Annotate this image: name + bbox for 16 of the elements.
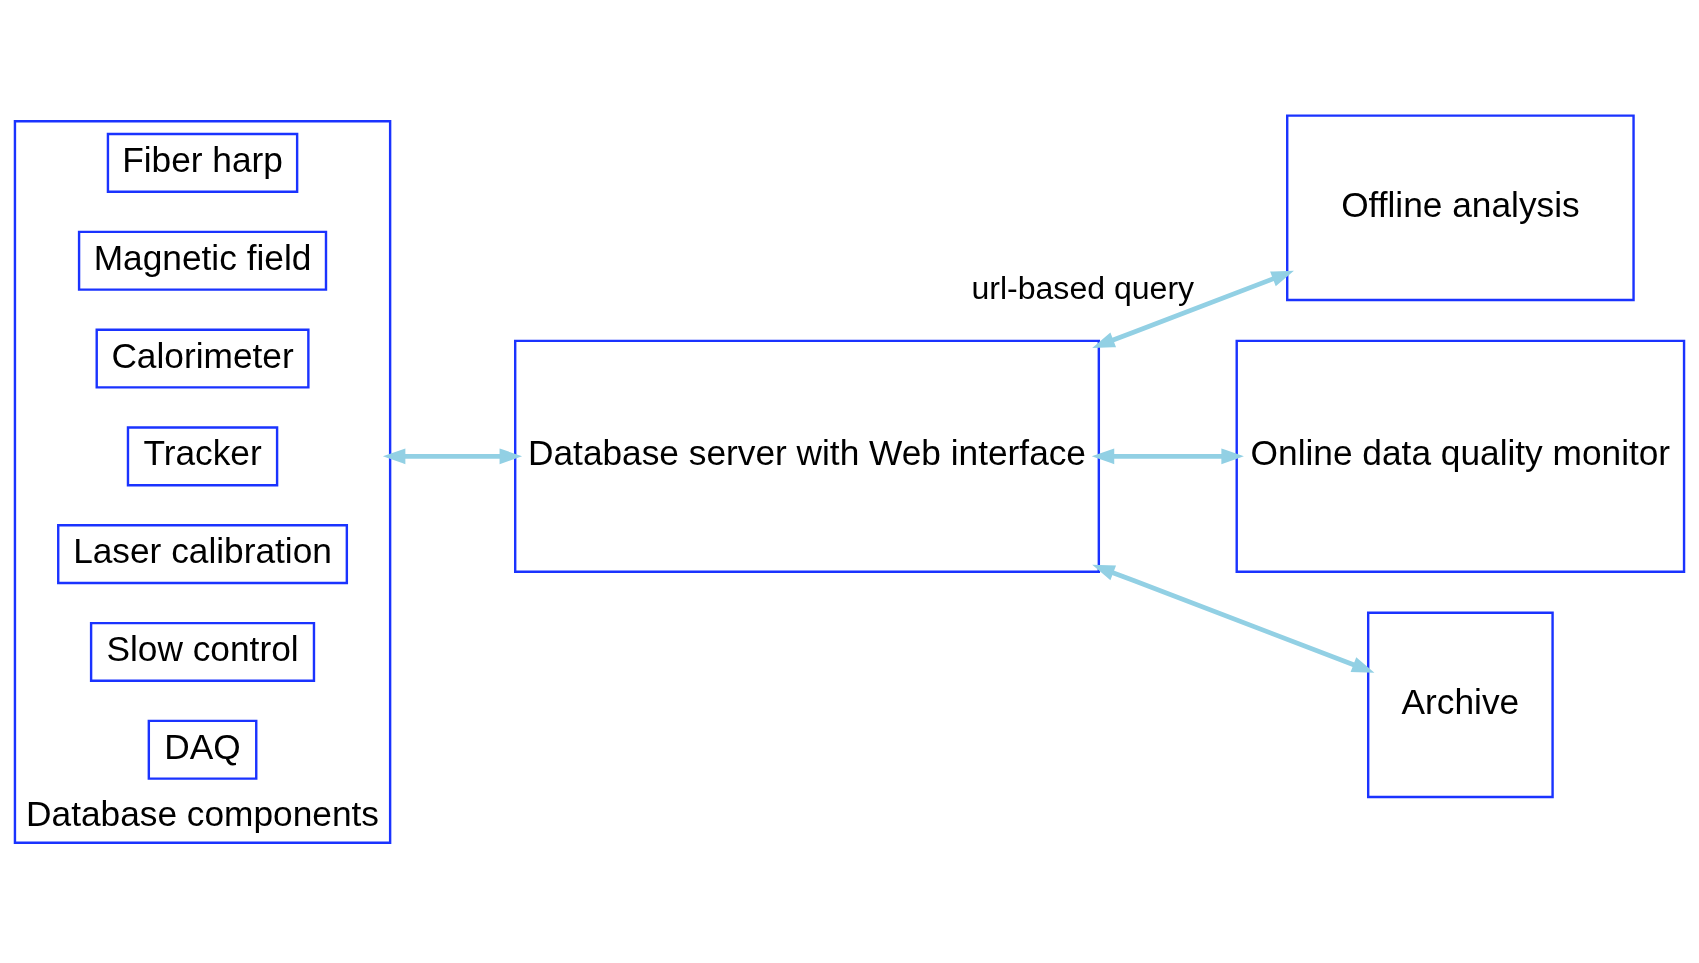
node-box: Offline analysis [1286,113,1635,301]
node-box: Laser calibration [57,523,349,584]
node-box: Fiber harp [106,132,299,193]
node-box: Slow control [89,621,316,682]
node-box: Magnetic field [77,230,328,291]
node-box: DAQ [147,719,258,780]
node-box: Database server with Web interface [514,339,1101,573]
arrow [382,447,523,464]
edge-label: url-based query [971,269,1195,306]
node-box: Archive [1367,610,1554,798]
node-box: Calorimeter [95,327,310,389]
arrow [1091,447,1244,464]
node-box: Online data quality monitor [1235,339,1686,573]
arrow [1092,270,1294,348]
node-box: Tracker [126,425,279,486]
arrow [1092,564,1375,673]
